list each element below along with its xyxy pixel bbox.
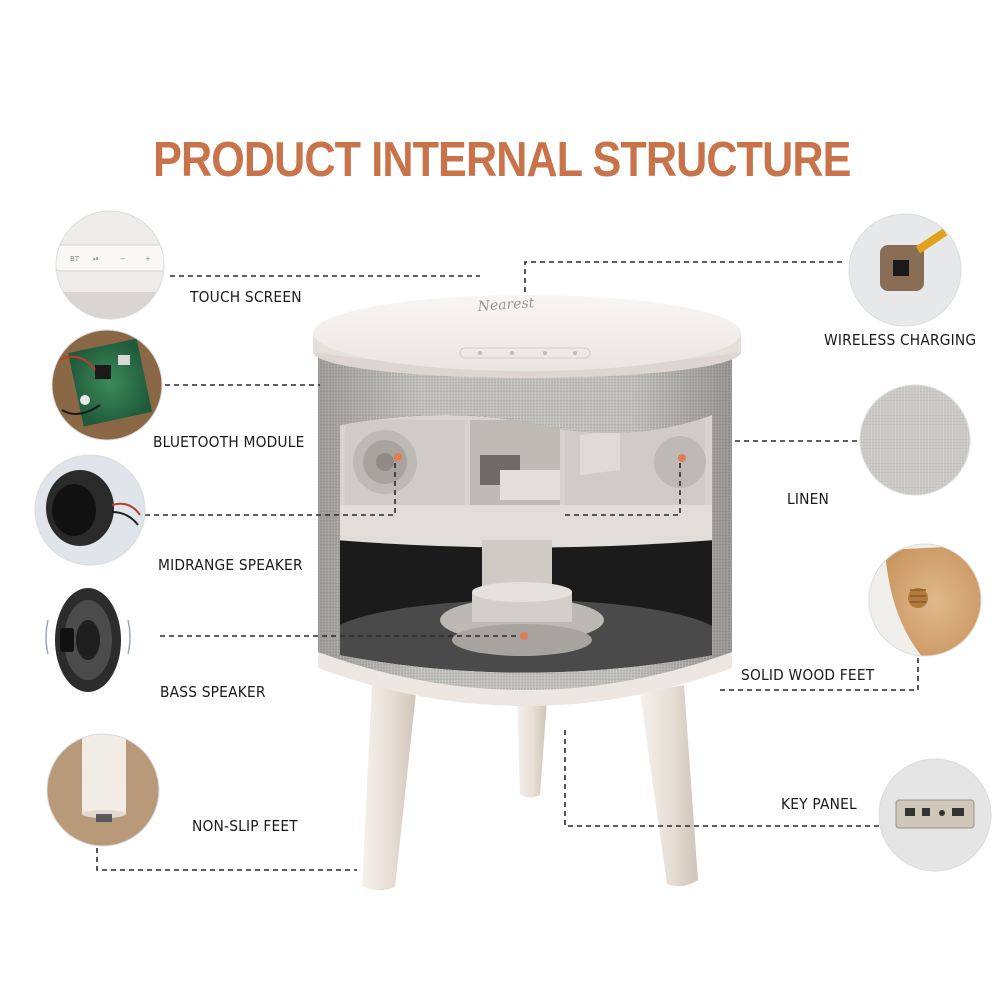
touch-panel-glyphs: BT ⏯ − + <box>70 255 151 263</box>
leader-lines <box>96 261 919 871</box>
speaker-driver-icon <box>34 454 146 566</box>
midrange-speaker-left <box>345 420 465 508</box>
touch-glyph-minus: − <box>120 255 126 263</box>
wooden-leg-right <box>640 685 698 887</box>
key-panel-icon <box>878 758 992 872</box>
touch-glyph-bt: BT <box>70 255 80 263</box>
label-bluetooth-module: BLUETOOTH MODULE <box>153 433 305 451</box>
wooden-leg-icon <box>868 543 982 657</box>
label-non-slip-feet: NON-SLIP FEET <box>192 817 298 835</box>
rubber-foot-icon <box>46 733 160 847</box>
charging-coil-icon <box>848 213 962 327</box>
touch-panel-icon <box>55 210 165 320</box>
top-touch-buttons <box>459 347 591 359</box>
table-top <box>313 295 741 378</box>
label-bass-speaker: BASS SPEAKER <box>160 683 266 701</box>
circuit-board-icon <box>51 329 163 441</box>
label-solid-wood-feet: SOLID WOOD FEET <box>741 666 875 684</box>
cutaway-interior <box>340 415 712 673</box>
label-linen: LINEN <box>787 490 830 508</box>
label-wireless-charging: WIRELESS CHARGING <box>824 331 977 349</box>
midrange-speaker-right <box>565 420 706 508</box>
page-title: PRODUCT INTERNAL STRUCTURE <box>153 133 851 187</box>
fabric-swatch-icon <box>859 384 971 496</box>
wooden-leg-back <box>517 700 547 798</box>
bass-speaker-driver <box>440 582 604 656</box>
wooden-leg-left <box>362 685 416 891</box>
touch-glyph-plus: + <box>145 255 151 263</box>
leader-dots <box>394 453 686 640</box>
label-midrange-speaker: MIDRANGE SPEAKER <box>158 556 303 574</box>
label-touch-screen: TOUCH SCREEN <box>190 288 302 306</box>
brand-mark: Nearest <box>476 295 535 315</box>
touch-glyph-play: ⏯ <box>93 255 99 263</box>
woofer-icon <box>45 588 131 692</box>
label-key-panel: KEY PANEL <box>781 795 857 813</box>
